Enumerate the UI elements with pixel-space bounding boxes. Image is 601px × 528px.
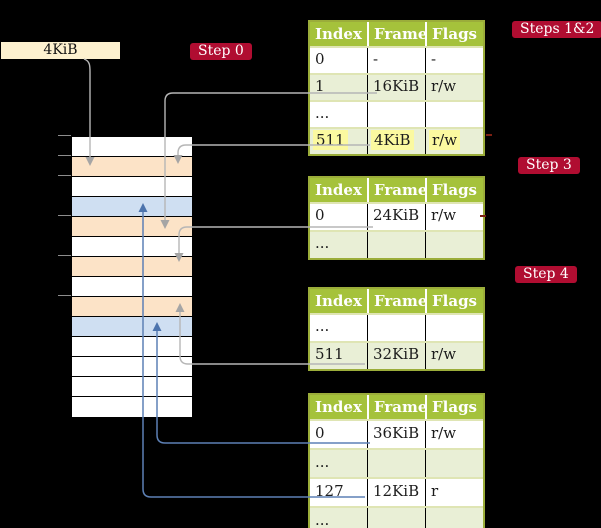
frame-size-box: 4KiB bbox=[1, 42, 120, 59]
table-row: 0 36KiB r/w bbox=[310, 419, 483, 448]
cell-frame: 4KiB bbox=[367, 129, 425, 154]
memory-column bbox=[71, 136, 193, 418]
column-header-frame: Frame bbox=[367, 289, 425, 313]
cell-flags bbox=[425, 315, 483, 341]
column-header-frame: Frame bbox=[367, 178, 425, 202]
column-header-flags: Flags bbox=[425, 178, 483, 202]
table-row: 0 24KiB r/w bbox=[310, 202, 483, 230]
table-row: 127 12KiB r bbox=[310, 477, 483, 506]
memory-row-white bbox=[72, 337, 192, 357]
highlight: r/w bbox=[429, 130, 461, 150]
cell-flags bbox=[425, 450, 483, 477]
column-header-frame: Frame bbox=[367, 395, 425, 419]
steps-1-2-label: Steps 1&2 bbox=[512, 21, 601, 38]
memory-tick bbox=[58, 155, 71, 156]
memory-row-blue bbox=[72, 197, 192, 217]
table-header: Index Frame Flags bbox=[310, 22, 483, 46]
step-4-label: Step 4 bbox=[515, 266, 577, 283]
column-header-frame: Frame bbox=[367, 22, 425, 46]
cell-frame: 32KiB bbox=[367, 343, 425, 369]
memory-tick bbox=[58, 255, 71, 256]
page-table-step3: Index Frame Flags 0 24KiB r/w ... bbox=[308, 176, 485, 260]
memory-tick bbox=[58, 135, 71, 136]
memory-row-peach bbox=[72, 157, 192, 177]
cell-index: 0 bbox=[315, 424, 325, 442]
table-header: Index Frame Flags bbox=[310, 289, 483, 313]
column-header-flags: Flags bbox=[425, 395, 483, 419]
cell-frame: 24KiB bbox=[367, 204, 425, 230]
memory-row-white bbox=[72, 237, 192, 257]
cell-index: ... bbox=[315, 511, 330, 528]
highlight: 511 bbox=[313, 130, 348, 150]
cell-frame bbox=[367, 450, 425, 477]
cell-flags: r/w bbox=[425, 129, 483, 154]
highlight: 4KiB bbox=[371, 130, 414, 150]
cell-flags: r/w bbox=[425, 75, 483, 100]
table-row: 1 16KiB r/w bbox=[310, 73, 483, 100]
table-row: ... bbox=[310, 506, 483, 528]
cell-index: ... bbox=[315, 234, 330, 252]
cell-index: 1 bbox=[315, 77, 325, 95]
memory-tick bbox=[58, 215, 71, 216]
memory-row-white bbox=[72, 397, 192, 417]
column-header-flags: Flags bbox=[425, 22, 483, 46]
column-header-index: Index bbox=[315, 25, 362, 43]
table-row: ... bbox=[310, 230, 483, 258]
page-table-level2: Index Frame Flags 0 - - 1 16KiB r/w ... … bbox=[308, 20, 485, 156]
table-row: ... bbox=[310, 448, 483, 477]
clipped-arrow-mark bbox=[486, 134, 492, 136]
memory-row-white bbox=[72, 277, 192, 297]
cell-flags: r/w bbox=[425, 421, 483, 448]
memory-row-peach bbox=[72, 257, 192, 277]
page-table-step4-upper: Index Frame Flags ... 511 32KiB r/w bbox=[308, 287, 485, 371]
column-header-index: Index bbox=[315, 292, 362, 310]
memory-row-white bbox=[72, 357, 192, 377]
column-header-index: Index bbox=[315, 398, 362, 416]
cell-frame bbox=[367, 232, 425, 258]
table-row: 0 - - bbox=[310, 46, 483, 73]
memory-row-white bbox=[72, 177, 192, 197]
cell-index: 0 bbox=[315, 50, 325, 68]
cell-index: ... bbox=[315, 104, 330, 122]
table-row: 511 32KiB r/w bbox=[310, 341, 483, 369]
cell-flags: r bbox=[425, 479, 483, 506]
cell-index: ... bbox=[315, 453, 330, 471]
memory-tick bbox=[58, 295, 71, 296]
memory-row-peach bbox=[72, 217, 192, 237]
cell-frame bbox=[367, 315, 425, 341]
cell-flags bbox=[425, 232, 483, 258]
memory-row-blue bbox=[72, 317, 192, 337]
memory-row-white bbox=[72, 377, 192, 397]
step-0-label: Step 0 bbox=[190, 43, 252, 60]
table-header: Index Frame Flags bbox=[310, 178, 483, 202]
table-row: ... bbox=[310, 313, 483, 341]
table-row: ... bbox=[310, 100, 483, 127]
cell-index: 511 bbox=[315, 345, 344, 363]
cell-flags bbox=[425, 102, 483, 127]
cell-index: ... bbox=[315, 317, 330, 335]
cell-frame: 12KiB bbox=[367, 479, 425, 506]
cell-frame: 16KiB bbox=[367, 75, 425, 100]
column-header-index: Index bbox=[315, 181, 362, 199]
cell-flags: - bbox=[425, 48, 483, 73]
memory-row-peach bbox=[72, 297, 192, 317]
cell-frame bbox=[367, 508, 425, 528]
cell-flags: r/w bbox=[425, 204, 483, 230]
cell-index: 127 bbox=[315, 482, 344, 500]
cell-frame: 36KiB bbox=[367, 421, 425, 448]
table-row-highlighted: 511 4KiB r/w bbox=[310, 127, 483, 154]
page-table-level1: Index Frame Flags 0 36KiB r/w ... 127 12… bbox=[308, 393, 485, 528]
cell-frame: - bbox=[367, 48, 425, 73]
cell-frame bbox=[367, 102, 425, 127]
cell-index: 511 bbox=[310, 129, 367, 154]
cell-index: 0 bbox=[315, 206, 325, 224]
cell-flags: r/w bbox=[425, 343, 483, 369]
table-header: Index Frame Flags bbox=[310, 395, 483, 419]
column-header-flags: Flags bbox=[425, 289, 483, 313]
step-3-label: Step 3 bbox=[518, 157, 580, 174]
memory-row-white bbox=[72, 137, 192, 157]
memory-tick bbox=[58, 175, 71, 176]
cell-flags bbox=[425, 508, 483, 528]
